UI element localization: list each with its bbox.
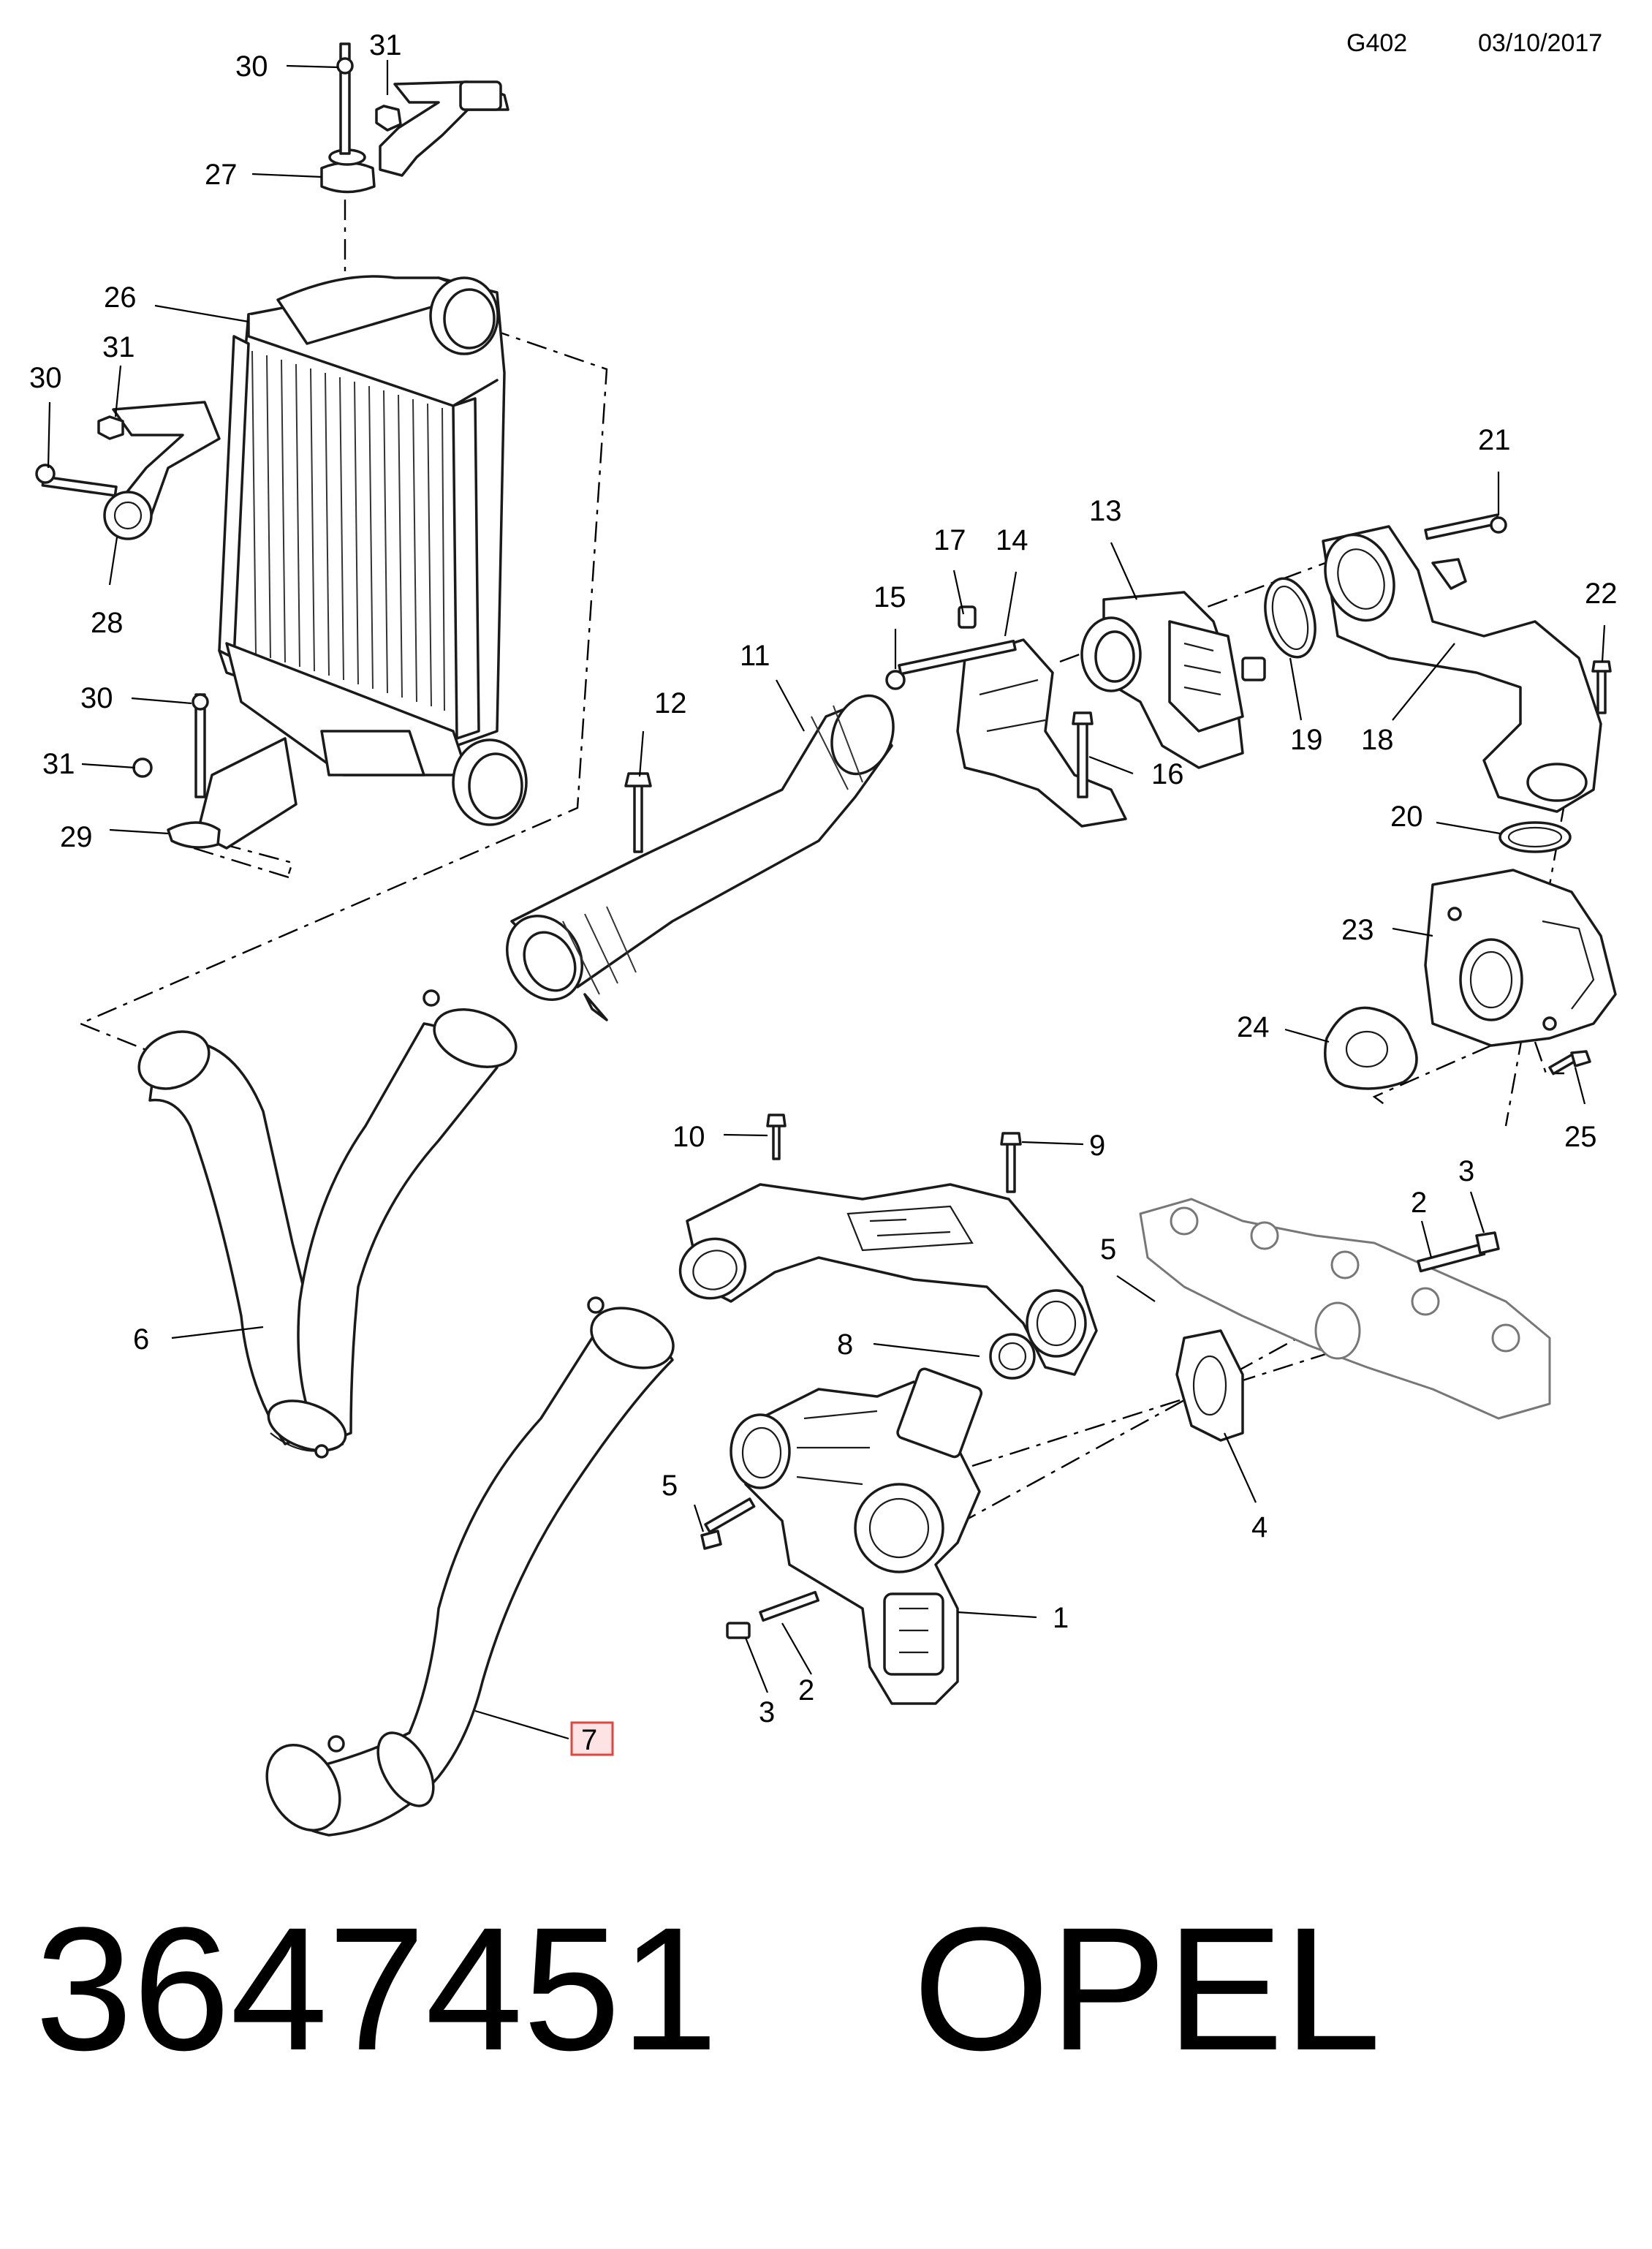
egr-valve-housing-23 [1424,869,1617,1047]
callout-30: 30 [80,682,113,714]
diagram-code: G402 [1346,29,1407,57]
gasket-19 [1264,577,1316,659]
callout-21: 21 [1478,424,1511,456]
callout-28: 28 [91,607,124,639]
diagram-date: 03/10/2017 [1478,29,1602,57]
charge-air-hose-7 [265,1296,675,1837]
callout-25: 25 [1564,1121,1597,1153]
callout-31: 31 [42,748,75,780]
turbocharger [700,1367,983,1705]
lower-bracket [132,693,298,850]
selected-part-highlight [570,1721,614,1756]
callout-31: 31 [369,29,402,61]
callout-2: 2 [798,1674,814,1706]
callout-23: 23 [1341,914,1374,946]
throttle-bracket [885,605,1127,828]
callout-19: 19 [1290,724,1323,756]
callout-3: 3 [759,1696,775,1728]
callout-17: 17 [933,524,966,556]
upper-mount-bracket [320,42,509,194]
callout-10: 10 [672,1121,705,1153]
exhaust-manifold [1139,1198,1551,1420]
callout-3: 3 [1458,1155,1474,1187]
part-number: 3647451 [35,1891,719,2087]
seal-ring-20 [1498,821,1572,853]
callout-26: 26 [104,281,137,314]
callout-18: 18 [1361,724,1394,756]
callout-15: 15 [874,581,906,613]
callout-9: 9 [1089,1130,1105,1162]
left-bracket [35,401,221,540]
callout-14: 14 [996,524,1028,556]
charge-air-hose-6 [137,989,518,1459]
callout-6: 6 [133,1323,149,1356]
callout-1: 1 [1053,1602,1069,1634]
callout-31: 31 [102,331,135,363]
callout-7: 7 [581,1724,597,1756]
callout-30: 30 [29,362,62,394]
throttle-body [1080,591,1266,769]
leader-lines [47,60,1606,1740]
callout-5: 5 [1100,1233,1116,1266]
gasket-24 [1324,1006,1418,1090]
brand-name: OPEL [913,1891,1382,2087]
callout-5: 5 [662,1470,678,1502]
intercooler [218,275,528,826]
bolt-12 [624,772,652,853]
bolt-25 [1548,1050,1591,1076]
callout-4: 4 [1251,1511,1268,1543]
charge-air-pipe-11 [505,694,895,1021]
callout-labels: 30 31 27 26 30 31 28 30 31 29 11 12 15 1… [29,29,1618,1756]
callout-8: 8 [837,1328,853,1361]
callout-11: 11 [740,640,770,672]
intake-pipe-8 [678,1114,1098,1380]
callout-22: 22 [1585,578,1618,610]
callout-2: 2 [1411,1187,1427,1219]
callout-12: 12 [654,687,687,719]
callout-20: 20 [1390,801,1423,833]
callout-13: 13 [1089,495,1122,527]
callout-16: 16 [1151,758,1184,790]
egr-pipe-18 [1322,513,1612,813]
callout-24: 24 [1237,1011,1270,1043]
callout-29: 29 [60,821,93,853]
gasket-4 [1175,1329,1244,1442]
part-number-footer: 3647451 OPEL [35,1901,1381,2076]
callout-27: 27 [205,159,238,191]
callout-30: 30 [235,50,268,83]
